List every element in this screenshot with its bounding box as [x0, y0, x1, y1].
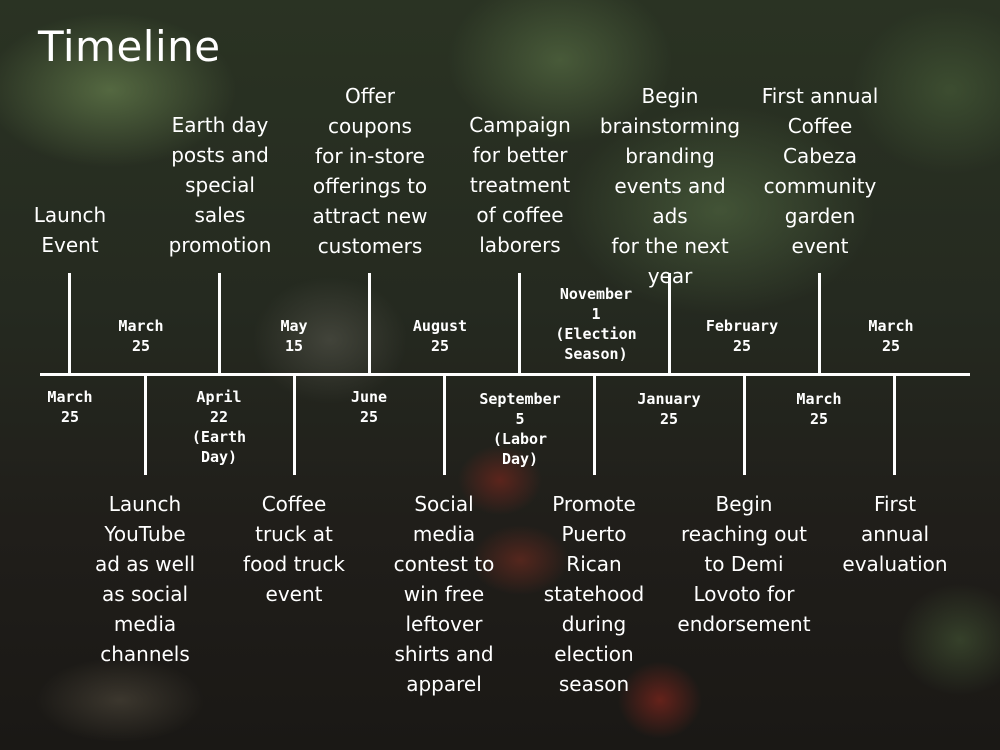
top-event-4-date: November 1 (Election Season): [555, 285, 637, 363]
bottom-event-4-text: Promote Puerto Rican statehood during el…: [543, 492, 645, 696]
bottom-event-4-date: September 5 (Labor Day): [479, 390, 561, 468]
top-event-2-text: Earth day posts and special sales promot…: [168, 113, 272, 257]
bottom-event-3-text: Social media contest to win free leftove…: [393, 492, 495, 696]
timeline-axis: [40, 373, 970, 376]
tick-top-3: [368, 273, 371, 374]
bottom-event-6-text: First annual evaluation: [842, 492, 948, 576]
bottom-event-5-text: Begin reaching out to Demi Lovoto for en…: [677, 492, 811, 636]
tick-top-4: [518, 273, 521, 374]
tick-bottom-4: [593, 374, 596, 475]
tick-top-2: [218, 273, 221, 374]
top-event-6-date: March 25: [868, 317, 914, 355]
top-event-1-date: March 25: [118, 317, 164, 355]
top-event-3-text: Offer coupons for in-store offerings to …: [312, 84, 428, 258]
bottom-event-3-date: June 25: [350, 388, 388, 426]
top-event-1-text: Launch Event: [33, 203, 107, 257]
bottom-event-2-text: Coffee truck at food truck event: [243, 492, 345, 606]
top-event-2-date: May 15: [280, 317, 308, 355]
top-event-3-date: August 25: [412, 317, 468, 355]
page-title: Timeline: [38, 22, 221, 71]
tick-bottom-5: [743, 374, 746, 475]
tick-bottom-6: [893, 374, 896, 475]
bottom-event-1-date: March 25: [47, 388, 93, 426]
bottom-event-2-date: April 22 (Earth Day): [191, 388, 247, 466]
top-event-5-date: February 25: [705, 317, 779, 355]
tick-bottom-1: [144, 374, 147, 475]
bottom-event-5-date: January 25: [637, 390, 701, 428]
tick-bottom-2: [293, 374, 296, 475]
tick-top-6: [818, 273, 821, 374]
top-event-4-text: Campaign for better treatment of coffee …: [469, 113, 571, 257]
tick-top-1: [68, 273, 71, 374]
bottom-event-6-date: March 25: [796, 390, 842, 428]
tick-bottom-3: [443, 374, 446, 475]
top-event-5-text: Begin brainstorming branding events and …: [599, 84, 741, 288]
top-event-6-text: First annual Coffee Cabeza community gar…: [761, 84, 879, 258]
tick-top-5: [668, 273, 671, 374]
bottom-event-1-text: Launch YouTube ad as well as social medi…: [94, 492, 196, 666]
